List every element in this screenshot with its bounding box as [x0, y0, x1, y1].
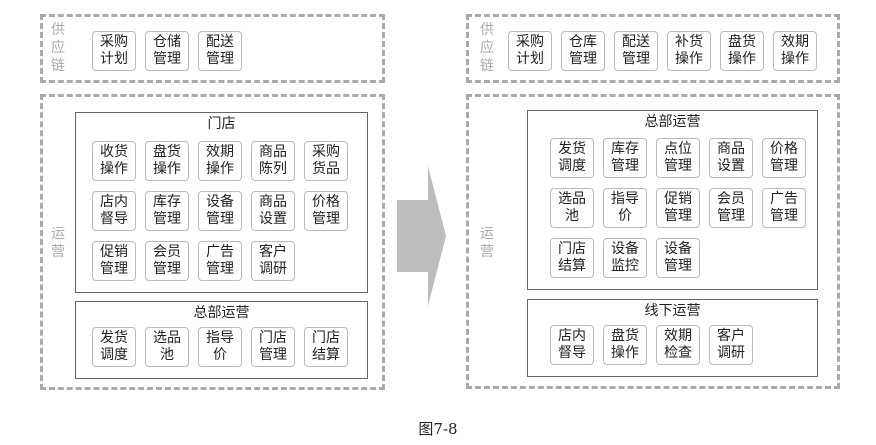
before-supply-chain-box — [40, 14, 385, 83]
after-hq-title: 总部运营 — [644, 114, 701, 130]
after-supply-label: 供 应 链 — [480, 22, 494, 74]
figure-caption: 图7-8 — [418, 420, 458, 438]
store-module: 效期 操作 — [198, 141, 242, 181]
before-hq-title: 总部运营 — [193, 305, 250, 321]
hq-module: 设备 监控 — [603, 238, 647, 278]
store-module: 价格 管理 — [304, 191, 348, 231]
store-module: 促销 管理 — [92, 241, 136, 281]
hq-module: 会员 管理 — [709, 188, 753, 228]
hq-module: 价格 管理 — [762, 138, 806, 178]
hq-module: 发货 调度 — [92, 327, 136, 367]
offline-module: 店内 督导 — [550, 325, 594, 365]
offline-module: 盘货 操作 — [603, 325, 647, 365]
store-module: 店内 督导 — [92, 191, 136, 231]
hq-module: 点位 管理 — [656, 138, 700, 178]
supply-module: 仓库 管理 — [561, 31, 605, 71]
supply-module: 盘货 操作 — [720, 31, 764, 71]
after-operations-box — [466, 94, 840, 389]
after-offline-title: 线下运营 — [644, 303, 701, 319]
store-module: 设备 管理 — [198, 191, 242, 231]
before-operations-label: 运 营 — [51, 226, 65, 260]
after-operations-label: 运 营 — [480, 226, 494, 260]
hq-module: 发货 调度 — [550, 138, 594, 178]
offline-module: 客户 调研 — [709, 325, 753, 365]
store-module: 客户 调研 — [251, 241, 295, 281]
supply-module: 采购 计划 — [92, 31, 136, 71]
hq-module: 门店 结算 — [550, 238, 594, 278]
hq-module: 选品 池 — [145, 327, 189, 367]
hq-module: 选品 池 — [550, 188, 594, 228]
supply-module: 采购 计划 — [508, 31, 552, 71]
hq-module: 指导 价 — [603, 188, 647, 228]
store-module: 库存 管理 — [145, 191, 189, 231]
store-module: 收货 操作 — [92, 141, 136, 181]
hq-module: 促销 管理 — [656, 188, 700, 228]
supply-module: 仓储 管理 — [145, 31, 189, 71]
store-module: 商品 陈列 — [251, 141, 295, 181]
store-module: 广告 管理 — [198, 241, 242, 281]
store-module: 商品 设置 — [251, 191, 295, 231]
store-module: 会员 管理 — [145, 241, 189, 281]
store-module: 盘货 操作 — [145, 141, 189, 181]
hq-module: 门店 管理 — [251, 327, 295, 367]
hq-module: 广告 管理 — [762, 188, 806, 228]
before-operations-box — [40, 94, 385, 390]
arrow-right-icon — [397, 166, 446, 306]
supply-module: 配送 管理 — [198, 31, 242, 71]
hq-module: 商品 设置 — [709, 138, 753, 178]
offline-module: 效期 检查 — [656, 325, 700, 365]
hq-module: 设备 管理 — [656, 238, 700, 278]
after-supply-chain-box — [466, 14, 840, 83]
hq-module: 门店 结算 — [304, 327, 348, 367]
before-supply-label: 供 应 链 — [51, 22, 65, 74]
hq-module: 库存 管理 — [603, 138, 647, 178]
supply-module: 配送 管理 — [614, 31, 658, 71]
store-module: 采购 货品 — [304, 141, 348, 181]
supply-module: 效期 操作 — [773, 31, 817, 71]
before-store-title: 门店 — [207, 116, 236, 132]
supply-module: 补货 操作 — [667, 31, 711, 71]
hq-module: 指导 价 — [198, 327, 242, 367]
